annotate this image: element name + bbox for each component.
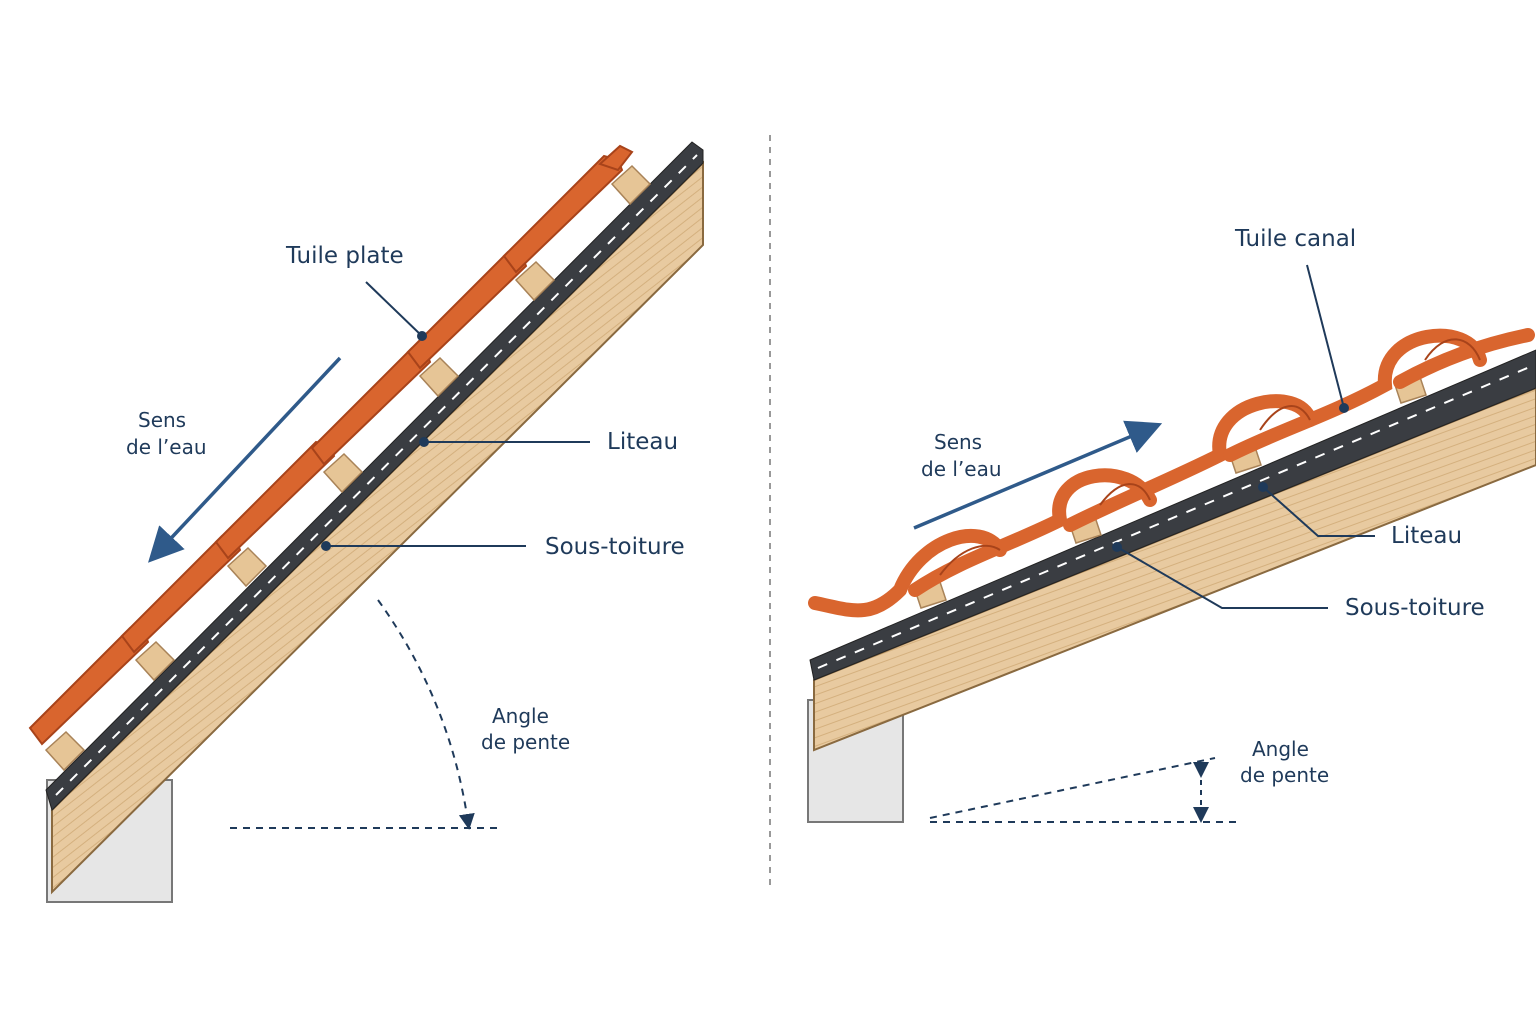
left-batten-label: Liteau — [607, 429, 678, 455]
left-rafter — [51, 160, 704, 895]
right-batten-label: Liteau — [1391, 523, 1462, 549]
left-water-label-2: de l’eau — [126, 435, 207, 459]
left-underlay — [45, 141, 704, 811]
left-water-arrow — [148, 356, 342, 563]
right-slope-label-1: Angle — [1252, 737, 1309, 761]
right-roof-section: Tuile canal Liteau Sous-toiture Sens de … — [807, 226, 1536, 823]
right-underlay-label: Sous-toiture — [1345, 595, 1485, 621]
left-battens — [44, 164, 652, 772]
right-slope-line — [929, 757, 1216, 819]
right-water-label-2: de l’eau — [921, 457, 1002, 481]
right-tile-label: Tuile canal — [1234, 226, 1356, 252]
right-rafter — [813, 386, 1536, 752]
right-tile-leader — [1306, 264, 1345, 409]
left-flat-tiles — [28, 144, 634, 746]
left-tile-label: Tuile plate — [285, 243, 404, 269]
right-slope-label-2: de pente — [1240, 763, 1329, 787]
right-underlay — [809, 349, 1536, 681]
left-slope-label-2: de pente — [481, 730, 570, 754]
left-underlay-label: Sous-toiture — [545, 534, 685, 560]
left-tile-leader — [365, 281, 423, 337]
left-roof-section: Tuile plate Liteau Sous-toiture Sens de … — [28, 141, 704, 903]
left-slope-arc — [377, 599, 475, 830]
right-water-label-1: Sens — [934, 430, 982, 454]
right-water-arrow — [913, 420, 1163, 530]
right-underlay-leader — [1116, 546, 1328, 609]
left-water-label-1: Sens — [138, 408, 186, 432]
right-batten-leader — [1262, 486, 1375, 537]
right-canal-tiles — [808, 328, 1535, 618]
left-slope-label-1: Angle — [492, 704, 549, 728]
